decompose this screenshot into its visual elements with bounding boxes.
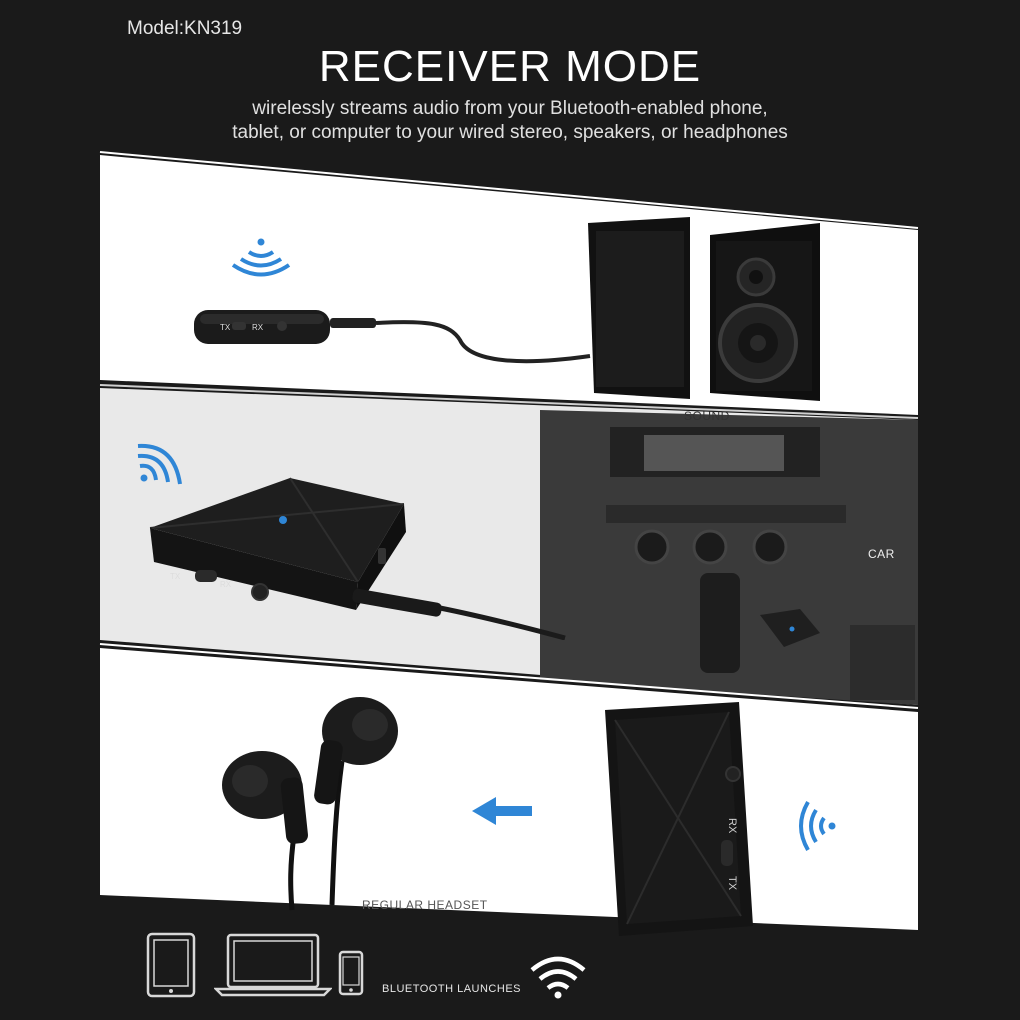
earphones-image — [222, 697, 398, 911]
page-title: RECEIVER MODE — [318, 42, 702, 91]
device-tx-label: TX — [170, 572, 181, 581]
headset-label: REGULAR HEADSET — [362, 898, 488, 912]
square-receiver-image: RX TX — [605, 702, 753, 936]
device-rx-label: RX — [726, 818, 738, 834]
car-interior-image — [606, 427, 915, 700]
wifi-signal-icon — [799, 800, 836, 852]
subtitle-line-2: tablet, or computer to your wired stereo… — [232, 122, 788, 143]
subtitle-line-1: wirelessly streams audio from your Bluet… — [252, 98, 768, 119]
device-rx-label: RX — [252, 323, 264, 332]
laptop-icon — [214, 933, 332, 997]
phone-icon — [338, 950, 364, 996]
car-label: CAR — [868, 547, 895, 561]
wifi-signal-icon — [231, 238, 291, 277]
device-tx-label: TX — [726, 876, 738, 891]
square-receiver-image: TX RX — [149, 477, 566, 640]
tablet-icon — [146, 932, 196, 998]
sound-label: SOUND — [684, 409, 730, 423]
wifi-signal-icon — [530, 956, 586, 999]
speakers-image — [588, 217, 820, 401]
wifi-signal-icon — [137, 443, 182, 485]
device-rx-label: RX — [220, 580, 232, 589]
bluetooth-launches-label: BLUETOOTH LAUNCHES — [382, 983, 521, 995]
model-number: Model:KN319 — [127, 18, 243, 39]
arrow-left-icon — [472, 797, 532, 825]
small-receiver-with-cable: TX RX — [194, 310, 591, 364]
device-tx-label: TX — [220, 323, 231, 332]
